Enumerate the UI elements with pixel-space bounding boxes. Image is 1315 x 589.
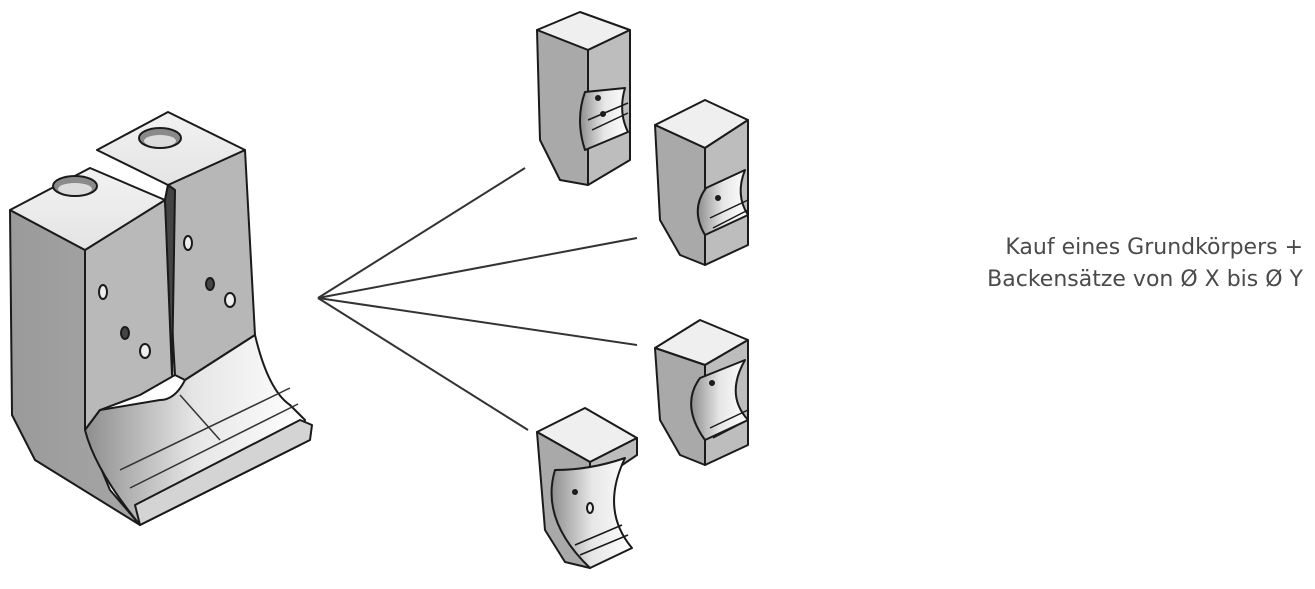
side-hole	[205, 277, 215, 291]
caption: Kauf eines Grundkörpers + Backensätze vo…	[987, 232, 1303, 296]
caption-line-1: Kauf eines Grundkörpers +	[1005, 235, 1303, 260]
side-hole	[120, 326, 130, 340]
base-body	[9, 111, 313, 526]
jaw-set-3	[654, 319, 749, 466]
jaw-set-4	[536, 407, 638, 569]
connector-line	[317, 167, 526, 299]
connector-line	[317, 237, 638, 299]
block-gap	[164, 184, 176, 376]
connector-line	[317, 297, 529, 431]
side-hole	[183, 235, 193, 251]
jaw-seat-curve	[84, 334, 306, 526]
side-hole	[139, 343, 151, 359]
jaw-set-1	[536, 11, 631, 186]
caption-line-2: Backensätze von Ø X bis Ø Y	[987, 267, 1303, 292]
side-hole	[224, 292, 236, 308]
right-block-top	[96, 111, 246, 186]
connector-line	[317, 297, 638, 346]
base-rail	[134, 419, 313, 526]
jaw-set-2	[654, 99, 749, 266]
side-hole	[98, 284, 108, 300]
connector-lines	[317, 167, 638, 431]
